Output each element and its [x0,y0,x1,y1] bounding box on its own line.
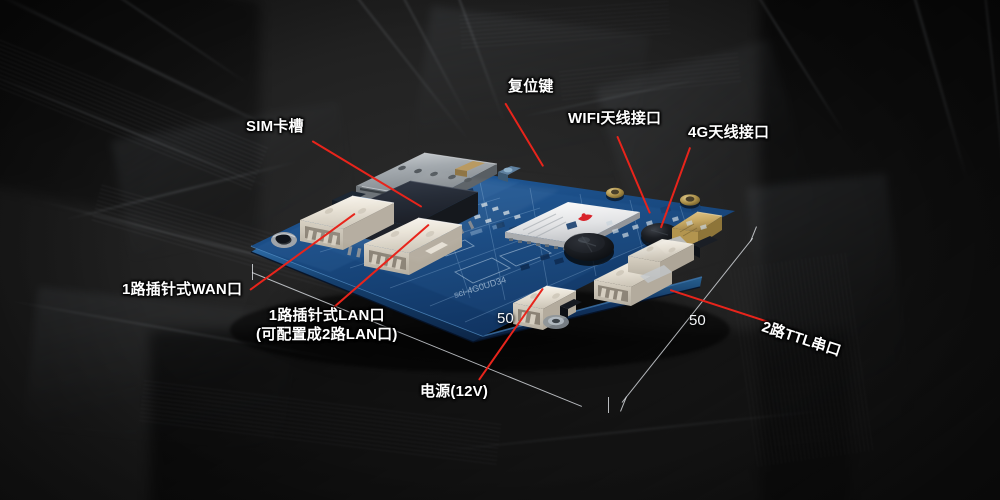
callout-label-wan: 1路插针式WAN口 [122,281,243,298]
reset-button [498,166,521,182]
callout-label-power: 电源(12V) [420,383,489,400]
mounting-hole [271,232,297,248]
buzzer [564,233,614,266]
callout-label-reset: 复位键 [508,78,554,95]
dimension-tick-front-left [252,264,253,280]
callout-label-sim: SIM卡槽 [246,118,304,135]
callout-label-lan-line1: 1路插针式LAN口 [268,307,385,324]
wifi-antenna-ipex [606,187,624,202]
callout-label-lan-line2: (可配置成2路LAN口) [256,325,398,343]
4g-antenna-ipex [680,194,700,209]
callout-label-wifi: WIFI天线接口 [568,110,662,127]
callout-label-4g-antenna: 4G天线接口 [688,124,770,141]
dimension-label-front: 50 [497,310,514,327]
dimension-tick-front-right [608,397,609,413]
dimension-label-side: 50 [689,312,706,329]
callout-label-lan: 1路插针式LAN口 (可配置成2路LAN口) [256,307,398,345]
